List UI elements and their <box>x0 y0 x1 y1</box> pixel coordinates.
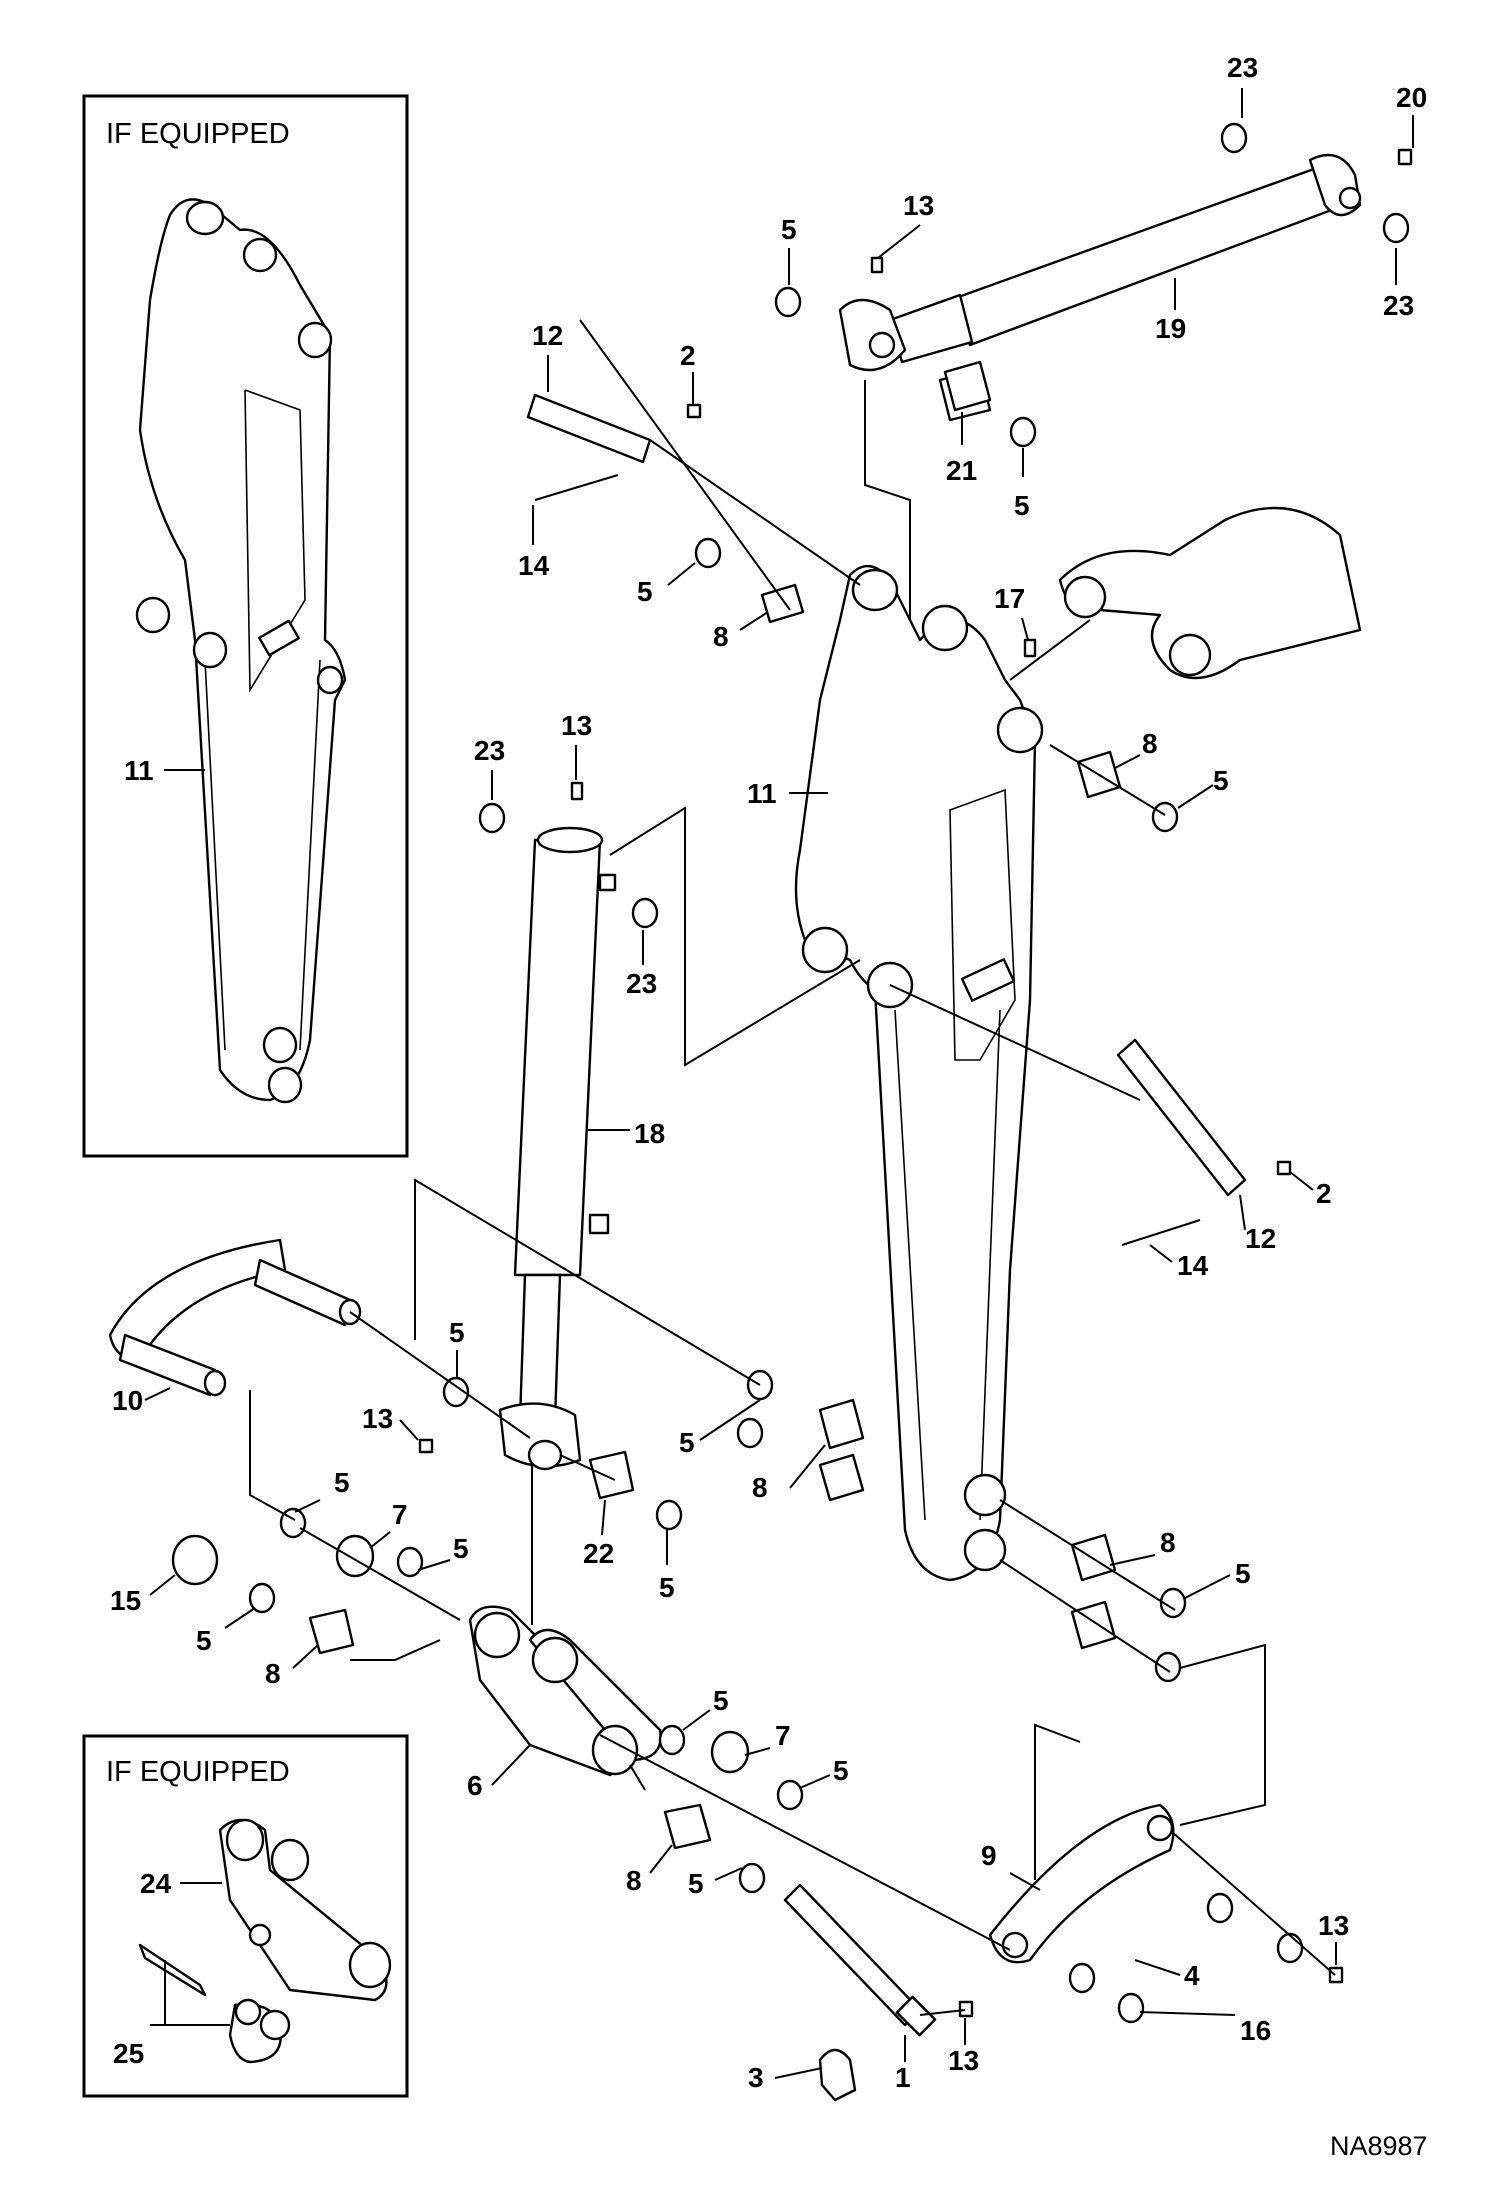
callout-13: 13 <box>903 190 934 221</box>
svg-text:25: 25 <box>113 2038 144 2069</box>
svg-text:23: 23 <box>626 968 657 999</box>
callout-19: 19 <box>1155 313 1186 344</box>
small-parts <box>171 122 1413 2024</box>
inset-caption-arm: IF EQUIPPED <box>106 118 290 150</box>
callout-6: 6 <box>467 1770 483 1801</box>
callout-11-inset: 11 <box>124 755 205 786</box>
svg-text:5: 5 <box>833 1755 849 1786</box>
svg-text:5: 5 <box>781 214 797 245</box>
callout-17: 17 <box>994 583 1025 614</box>
callout-21: 21 <box>946 455 977 486</box>
callout-22: 22 <box>583 1538 614 1569</box>
link-6 <box>468 1605 662 1777</box>
svg-text:24: 24 <box>140 1868 172 1899</box>
svg-text:23: 23 <box>474 735 505 766</box>
svg-text:11: 11 <box>124 755 154 786</box>
svg-text:5: 5 <box>688 1868 704 1899</box>
svg-text:5: 5 <box>1213 765 1229 796</box>
svg-text:13: 13 <box>1318 1910 1349 1941</box>
svg-text:8: 8 <box>626 1865 642 1896</box>
svg-text:8: 8 <box>1142 728 1158 759</box>
bucket <box>1058 506 1362 680</box>
inset-link: IF EQUIPPED 24 25 <box>82 1734 409 2098</box>
svg-text:13: 13 <box>362 1403 393 1434</box>
callout-24: 24 <box>140 1868 222 1899</box>
callout-11: 11 <box>747 778 777 809</box>
callout-18: 18 <box>634 1118 665 1149</box>
callout-7b: 7 <box>775 1720 791 1751</box>
callout-7: 7 <box>392 1499 408 1530</box>
svg-text:5: 5 <box>659 1572 675 1603</box>
svg-text:5: 5 <box>637 576 653 607</box>
callout-2b: 2 <box>1316 1178 1332 1209</box>
svg-text:8: 8 <box>265 1658 281 1689</box>
callout-12: 12 <box>532 320 563 351</box>
callout-14b: 14 <box>1177 1250 1209 1281</box>
svg-text:23: 23 <box>1383 290 1414 321</box>
callout-2: 2 <box>680 340 696 371</box>
svg-text:8: 8 <box>752 1472 768 1503</box>
inset-caption-link: IF EQUIPPED <box>106 1756 290 1788</box>
callout-15: 15 <box>110 1585 141 1616</box>
link-inset-drawing <box>138 1818 392 2064</box>
callout-labels: 1 2 2 3 4 5 5 5 5 5 5 5 5 5 5 5 5 5 5 <box>110 52 1427 2093</box>
svg-text:13: 13 <box>561 710 592 741</box>
svg-text:5: 5 <box>1235 1558 1251 1589</box>
callout-4: 4 <box>1184 1960 1200 1991</box>
inset-arm: IF EQUIPPED 11 <box>82 94 409 1158</box>
callout-3: 3 <box>748 2062 764 2093</box>
callout-8: 8 <box>713 621 729 652</box>
svg-text:5: 5 <box>679 1427 695 1458</box>
svg-text:5: 5 <box>196 1625 212 1656</box>
callout-25: 25 <box>113 1960 230 2069</box>
svg-text:8: 8 <box>1160 1527 1176 1558</box>
svg-text:5: 5 <box>1014 490 1030 521</box>
svg-text:5: 5 <box>334 1467 350 1498</box>
callout-1: 1 <box>895 2062 911 2093</box>
callout-16: 16 <box>1240 2015 1271 2046</box>
svg-text:13: 13 <box>948 2045 979 2076</box>
pins-10 <box>108 1238 362 1397</box>
callout-9: 9 <box>981 1840 997 1871</box>
svg-text:5: 5 <box>713 1685 729 1716</box>
arm-main <box>794 565 1044 1582</box>
callout-10: 10 <box>112 1385 143 1416</box>
figure-code: NA8987 <box>1330 2131 1428 2161</box>
assembly-lines <box>249 319 1336 2016</box>
callout-23: 23 <box>1227 52 1258 83</box>
pin-1 <box>783 1883 937 2102</box>
callout-14: 14 <box>518 550 550 581</box>
bucket-link-9 <box>988 1803 1175 1964</box>
callout-12b: 12 <box>1245 1223 1276 1254</box>
svg-text:5: 5 <box>449 1317 465 1348</box>
svg-text:5: 5 <box>453 1533 469 1564</box>
arm-inset-drawing <box>135 198 347 1104</box>
callout-20: 20 <box>1396 82 1427 113</box>
boom-cylinder <box>498 826 617 1471</box>
